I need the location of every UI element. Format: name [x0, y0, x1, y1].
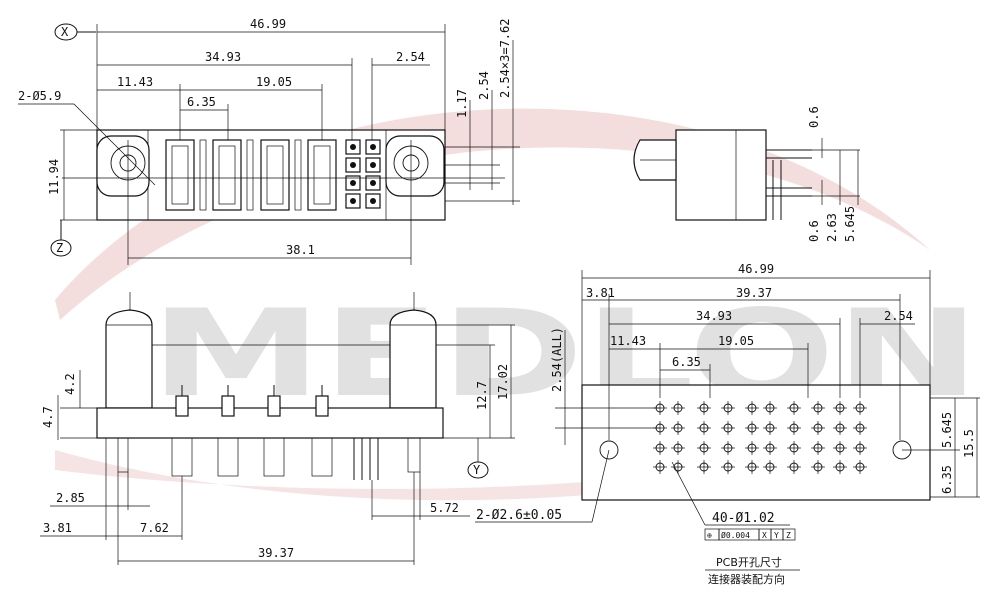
dim-2-85: 2.85 [56, 491, 85, 505]
caption-assembly-direction: 连接器装配方向 [708, 572, 785, 586]
dim-side-0-6-top: 0.6 [807, 106, 821, 128]
dim-6-35: 6.35 [187, 95, 216, 109]
pcb-outline [581, 384, 931, 501]
dim-pcb-5-645: 5.645 [940, 412, 954, 448]
dim-34-93: 34.93 [205, 50, 241, 64]
svg-text:⊕: ⊕ [707, 531, 712, 540]
svg-text:X: X [762, 531, 767, 540]
callout-2-d5-9: 2-Ø5.9 [18, 89, 61, 103]
dim-pcb-39-37: 39.37 [736, 286, 772, 300]
dim-pcb-3-81: 3.81 [586, 286, 615, 300]
side-pins [766, 149, 812, 220]
caption-pcb-hole-size: PCB开孔尺寸 [716, 555, 782, 569]
dim-12-7: 12.7 [475, 381, 489, 410]
dim-17-02: 17.02 [496, 364, 510, 400]
callout-pin-holes: 40-Ø1.02 [712, 511, 775, 526]
power-contacts [175, 385, 329, 417]
dim-3-81: 3.81 [43, 521, 72, 535]
pcb-pin-hole-grid [653, 401, 867, 474]
dim-19-05: 19.05 [256, 75, 292, 89]
pcb-tails [117, 437, 421, 480]
dim-pcb-pitch-all: 2.54(ALL) [550, 327, 564, 392]
dim-pcb-19-05: 19.05 [718, 334, 754, 348]
dim-2-54-top: 2.54 [396, 50, 425, 64]
dim-pcb-6-35-vert: 6.35 [940, 465, 954, 494]
datum-y-label: Y [473, 463, 481, 477]
dim-7-62: 7.62 [140, 521, 169, 535]
front-view: X Z [18, 17, 520, 265]
dim-pcb-6-35: 6.35 [672, 355, 701, 369]
dim-2-54x3: 2.54×3=7.62 [498, 19, 512, 98]
signal-contact-grid [345, 139, 381, 209]
dim-1-17: 1.17 [455, 89, 469, 118]
dim-2-54-vert: 2.54 [477, 71, 491, 100]
dim-pcb-overall: 46.99 [738, 262, 774, 276]
power-contact-slots [165, 139, 337, 211]
dim-pcb-34-93: 34.93 [696, 309, 732, 323]
svg-text:Z: Z [786, 531, 791, 540]
tolerance-frame: ⊕ Ø0.004 X Y Z [704, 528, 796, 541]
dim-39-37-bottom: 39.37 [258, 546, 294, 560]
guide-post-left [105, 309, 153, 409]
dim-38-1: 38.1 [286, 243, 315, 257]
dim-4-7: 4.7 [41, 406, 55, 428]
svg-text:Y: Y [774, 531, 779, 540]
datum-z-label: Z [56, 241, 63, 255]
dim-side-5-645: 5.645 [843, 206, 857, 242]
dim-4-2: 4.2 [63, 373, 77, 395]
dim-5-72: 5.72 [430, 501, 459, 515]
svg-text:Ø0.004: Ø0.004 [721, 530, 750, 540]
dim-11-43: 11.43 [117, 75, 153, 89]
dim-pcb-15-5: 15.5 [962, 429, 976, 458]
side-view: 0.6 0.6 2.63 5.645 [633, 106, 860, 242]
datum-y-marker [467, 461, 489, 479]
dim-overall-width: 46.99 [250, 17, 286, 31]
pcb-view: 46.99 3.81 39.37 34.93 2.54 11.43 19.05 … [475, 262, 980, 586]
dim-pcb-2-54: 2.54 [884, 309, 913, 323]
side-body [675, 129, 767, 221]
elevation-view: Y 4.2 4.7 12.7 17.02 2.85 3.81 7.62 39.3… [40, 292, 515, 565]
datum-x-label: X [61, 25, 69, 39]
dim-side-0-6-bot: 0.6 [807, 220, 821, 242]
guide-post-right [389, 309, 437, 409]
callout-mount-holes: 2-Ø2.6±0.05 [476, 508, 562, 523]
dim-pcb-11-43: 11.43 [610, 334, 646, 348]
dim-11-94: 11.94 [47, 159, 61, 195]
dim-side-2-63: 2.63 [825, 213, 839, 242]
